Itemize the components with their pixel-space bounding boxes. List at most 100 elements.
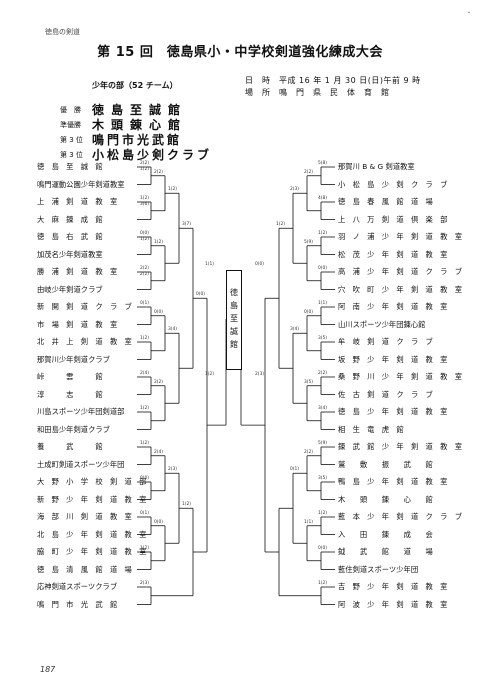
result-name-winner: 徳島至誠館 [92,103,188,117]
left-team-11: 北 井 上 剣 道 教 室 [37,337,132,346]
left-team-13: 峠 雲 館 [37,372,103,381]
left-score-12: 1(2) [140,546,150,551]
champion-name: 徳島至誠館 [229,287,239,353]
left-score-9: 1(2) [140,441,150,446]
right-score-9: 5(9) [318,441,328,446]
left-team-19: 大 野 小 学 校 剣 道 部 [37,477,147,486]
left-score-26: 1(2) [140,167,150,172]
right-team-7: 高 浦 少 年 剣 道 ク ラ ブ [338,267,463,276]
right-score-4: 0(0) [318,266,328,271]
right-team-6: 松 茂 少 年 剣 道 教 室 [338,249,448,259]
corner-mark: ・ [466,10,473,17]
left-team-23: 脇 町 少 年 剣 道 教 室 [37,547,147,556]
left-team-20: 新 野 少 年 剣 道 教 室 [37,494,147,504]
right-score-23: 1(2) [276,222,286,228]
page-title: 第 15 回 徳島県小・中学校剣道強化練成大会 [97,45,383,60]
center-score-4: 2(3) [255,372,265,377]
event-date: 日 時 平成 16 年 1 月 30 日(日)午前 9 時 [245,76,421,85]
left-score-24: 1(2) [182,502,192,508]
right-team-11: 牟 岐 剣 道 ク ラ ブ [338,337,433,346]
right-team-17: 錬 武 館 少 年 剣 道 教 室 [338,442,463,451]
right-score-22: 0(1) [290,467,300,473]
left-score-21: 3(4) [168,327,178,333]
right-team-19: 鴨 島 少 年 剣 道 教 室 [338,477,448,486]
right-team-23: 鉞 武 館 道 場 [338,547,433,556]
right-score-2: 4(8) [318,196,328,201]
left-team-10: 市 場 剣 道 教 室 [37,319,118,329]
left-score-25: 0(0) [196,292,206,298]
left-team-5: 徳 島 右 武 館 [37,232,103,241]
left-score-10: 0(0) [140,476,150,481]
right-score-13: 1(2) [318,581,328,586]
left-score-16: 0(0) [154,309,164,315]
left-team-14: 淳 志 館 [37,389,103,399]
right-team-20: 木 頭 錬 心 館 [338,494,433,504]
left-score-27: 3(6) [140,202,150,207]
right-team-9: 阿 南 少 年 剣 道 教 室 [338,302,448,311]
left-team-21: 海 部 川 剣 道 教 室 [37,512,132,521]
left-score-20: 1(2) [168,187,178,193]
right-score-14: 2(2) [304,169,314,175]
left-team-22: 北 島 少 年 剣 道 教 室 [37,529,147,539]
left-score-8: 1(2) [140,406,150,411]
champion-box: 徳島至誠館 [226,270,242,370]
right-score-3: 1(2) [318,231,328,236]
division-label: 少年の部（52 チーム） [92,81,178,90]
right-score-20: 2(3) [290,187,300,193]
right-team-1: 那賀川 B & G 剣道教室 [338,162,415,171]
left-team-18: 土成町剣道スポーツ少年団 [37,459,125,469]
right-score-18: 2(2) [304,449,314,455]
left-team-7: 勝 浦 剣 道 教 室 [37,267,118,276]
center-score-1: 1(1) [205,262,215,267]
left-score-6: 1(2) [140,336,150,341]
result-label-runner-up: 準優勝 [60,121,81,129]
running-head: 徳島の剣道 [45,28,80,36]
right-team-22: 入 田 錬 成 会 [338,529,433,539]
right-score-21: 3(4) [290,327,300,333]
right-team-21: 藍 本 少 年 剣 道 ク ラ ブ [338,512,463,521]
left-score-29: 2(2) [140,272,150,277]
left-score-28: 1(2) [140,237,150,242]
result-label-third-a: 第 3 位 [60,136,83,144]
left-score-14: 2(2) [154,169,164,175]
result-label-winner: 優 勝 [60,106,81,114]
left-score-5: 0(1) [140,301,150,306]
right-team-15: 徳 島 少 年 剣 道 教 室 [338,407,448,416]
right-team-10: 山川スポーツ少年団錬心館 [338,319,426,329]
left-team-25: 応神剣道スポーツクラブ [37,582,118,591]
right-team-26: 阿 波 少 年 剣 道 教 室 [338,599,448,609]
left-score-1: 2(2) [140,161,150,166]
right-score-1: 5(8) [318,161,328,166]
right-score-8: 3(4) [318,406,328,411]
left-score-2: 1(2) [140,196,150,201]
left-team-2: 鳴門運動公園少年剣道教室 [37,179,125,189]
left-team-24: 徳 島 清 風 館 道 場 [37,564,132,574]
right-score-10: 3(5) [318,476,328,481]
page-number: 187 [40,665,56,674]
right-team-5: 羽 ノ 浦 少 年 剣 道 教 室 [338,232,463,241]
result-name-third-a: 鳴門市光武館 [92,133,183,147]
right-team-13: 桑 野 川 少 年 剣 道 教 室 [338,372,463,381]
result-name-third-b: 小松島少剣クラブ [92,148,213,162]
right-team-8: 穴 吹 町 少 年 剣 道 教 室 [338,284,463,294]
right-score-19: 1(1) [304,519,314,525]
right-score-16: 0(0) [304,309,314,315]
center-score-2: 1(2) [205,372,215,377]
left-score-7: 2(4) [140,371,150,376]
right-team-2: 小 松 島 少 剣 ク ラ ブ [338,179,448,189]
right-team-18: 鷲 敷 振 武 館 [338,459,433,469]
event-place: 場 所 鳴 門 県 民 体 育 館 [245,88,390,97]
left-score-13: 2(3) [140,581,150,586]
left-team-17: 養 武 館 [37,442,103,451]
left-team-16: 和田島少年剣道クラブ [37,424,110,434]
left-team-26: 鳴 門 市 光 武 館 [37,599,118,609]
right-score-12: 0(0) [318,546,328,551]
right-team-16: 相 生 竜 虎 館 [338,424,404,434]
right-score-17: 3(5) [304,379,314,385]
right-score-6: 3(5) [318,336,328,341]
right-team-25: 吉 野 少 年 剣 道 教 室 [338,582,448,591]
left-score-23: 3(7) [182,222,192,228]
left-score-18: 2(4) [154,449,164,455]
right-team-3: 徳 島 春 風 館 道 場 [338,197,433,206]
result-label-third-b: 第 3 位 [60,151,83,159]
